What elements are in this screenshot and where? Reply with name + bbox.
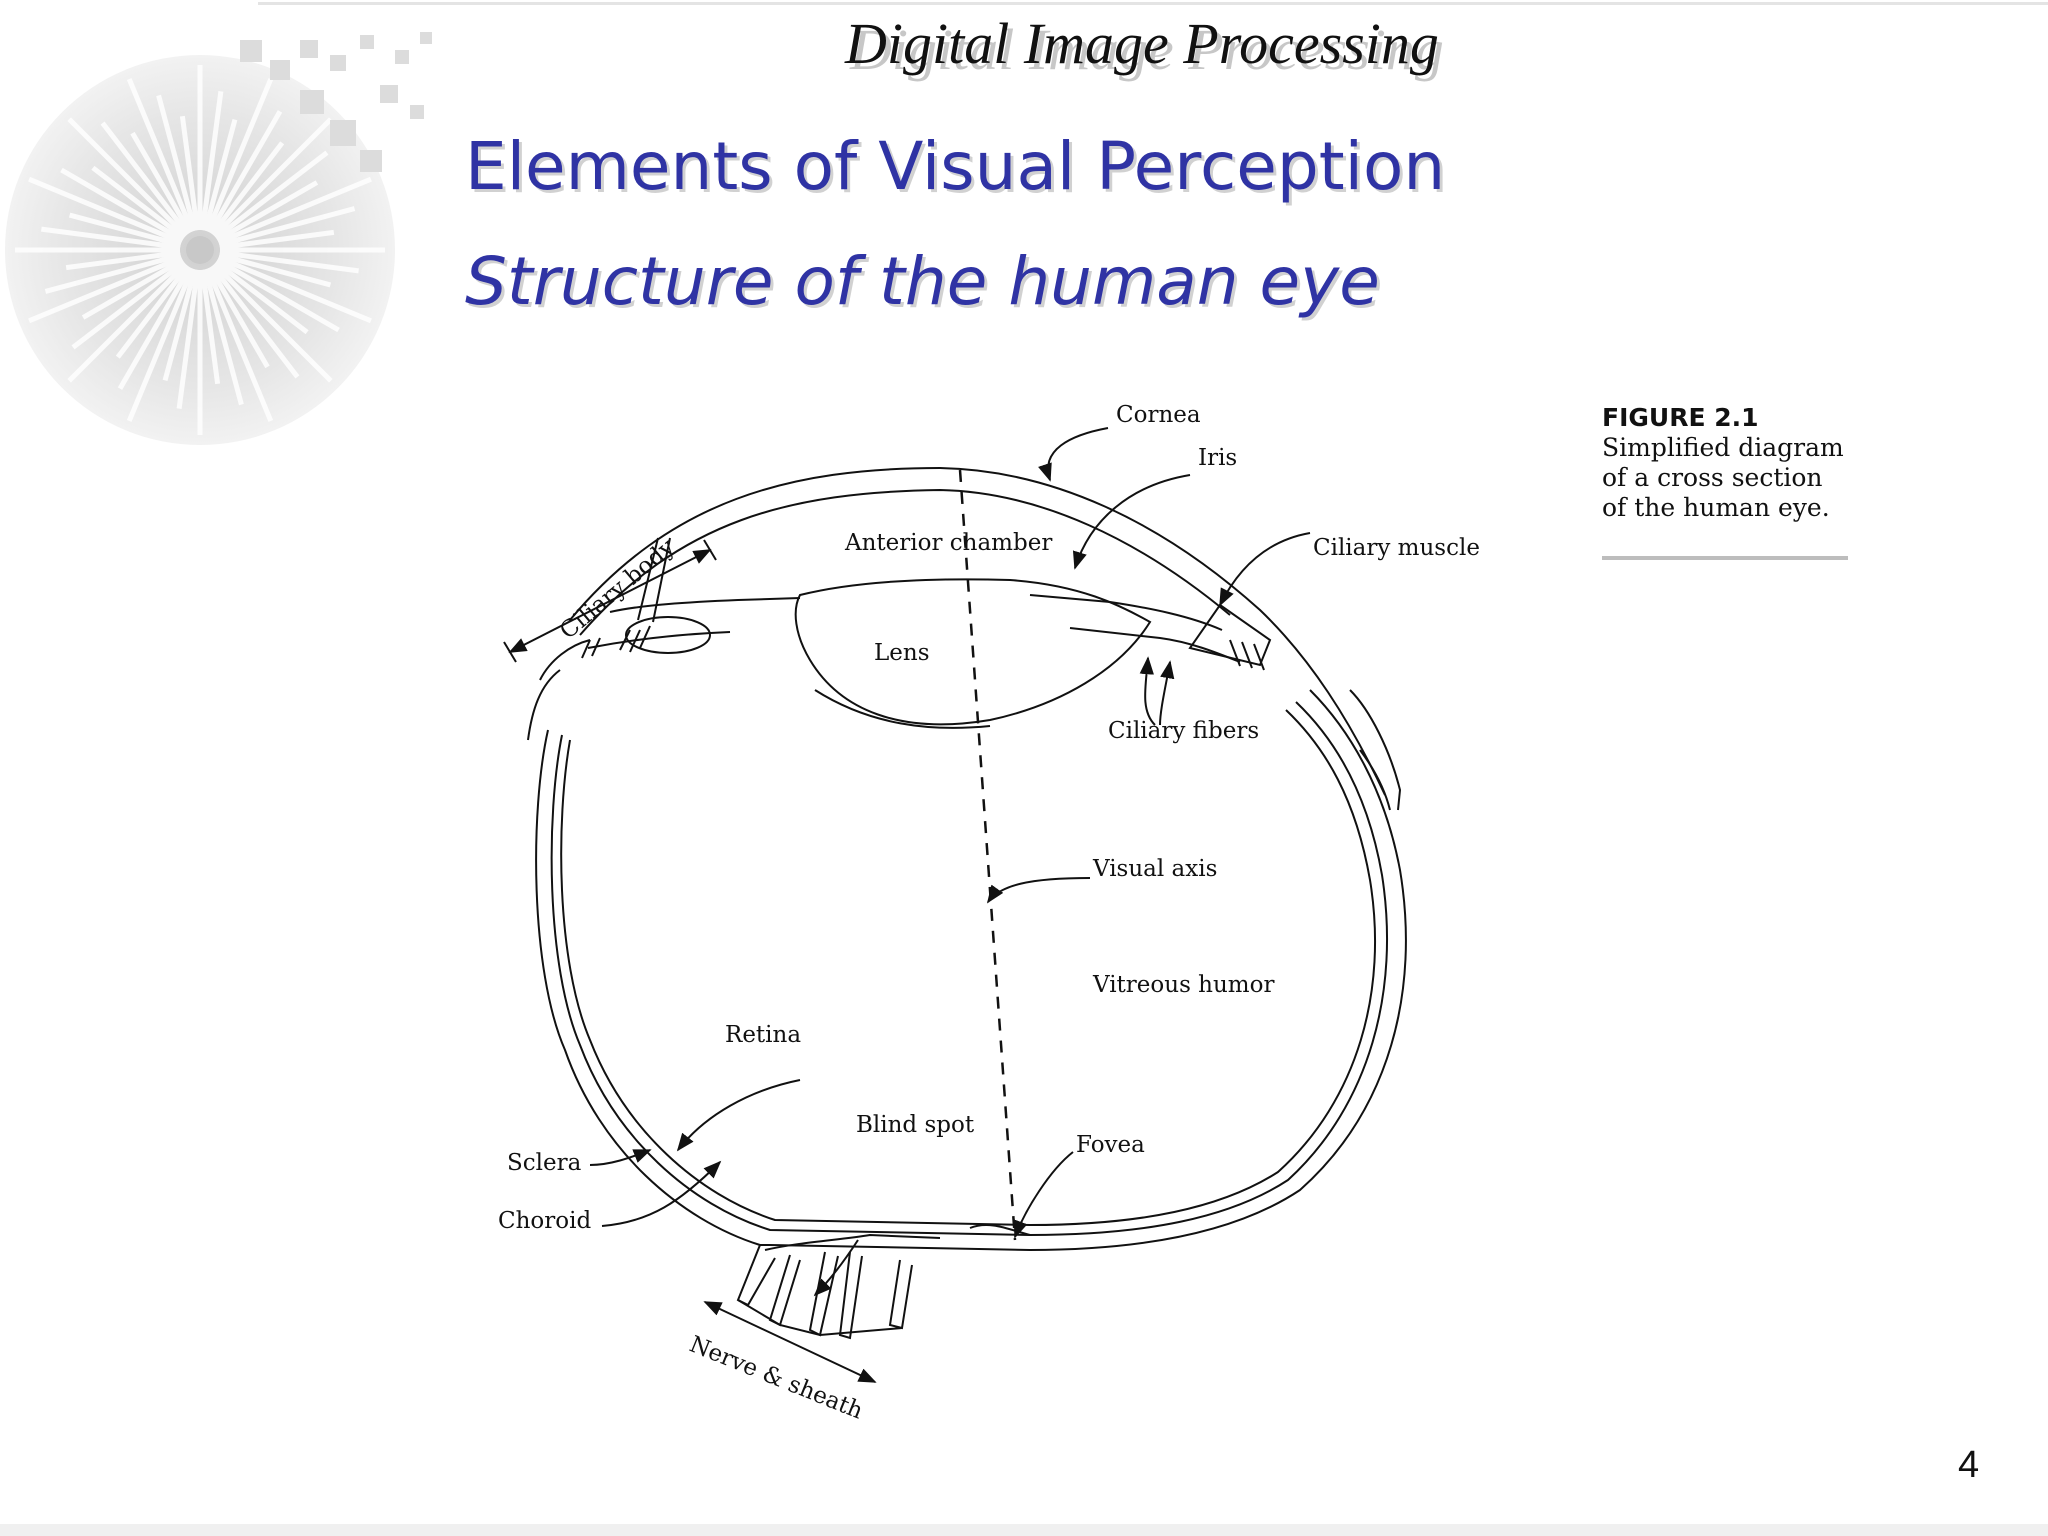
logo-ray <box>156 94 198 232</box>
retina-line <box>560 709 1376 1227</box>
logo-ray <box>210 141 285 236</box>
logo-ray <box>91 165 186 240</box>
label-retina: Retina <box>725 1022 801 1048</box>
slide-title: Elements of Visual Perception <box>465 128 1446 205</box>
logo-ray <box>200 91 224 231</box>
label-ciliary-muscle: Ciliary muscle <box>1313 535 1480 561</box>
caption-rule <box>1602 556 1848 560</box>
iris-right <box>1029 594 1223 631</box>
logo-ray <box>130 131 193 234</box>
logo-ray <box>162 268 198 382</box>
logo-ray <box>207 110 283 234</box>
logo-ray <box>44 252 182 294</box>
logo-ray <box>212 117 333 238</box>
label-sclera: Sclera <box>507 1150 582 1176</box>
slide-subtitle: Structure of the human eye <box>465 243 1380 320</box>
label-nerve-sheath: Nerve & sheath <box>686 1331 867 1424</box>
logo-ray <box>210 264 300 379</box>
course-title: Digital Image Processing <box>845 11 1439 76</box>
logo-ray <box>176 269 200 409</box>
iris-left <box>609 597 801 613</box>
logo-ray <box>217 255 372 324</box>
logo-ray <box>68 212 182 248</box>
logo-ray <box>219 229 335 250</box>
label-choroid: Choroid <box>498 1208 591 1234</box>
logo-ray <box>67 117 188 238</box>
label-anterior-chamber: Anterior chamber <box>844 530 1052 556</box>
label-lens: Lens <box>874 640 930 666</box>
logo-ray <box>81 257 184 320</box>
logo-ray <box>205 267 274 422</box>
logo-ray <box>28 176 183 245</box>
logo-ray <box>212 262 333 383</box>
label-fovea: Fovea <box>1076 1132 1145 1158</box>
label-cornea: Cornea <box>1116 402 1201 428</box>
eye-cross-section-diagram: Cornea Iris Anterior chamber Ciliary mus… <box>498 402 1480 1425</box>
logo-ray <box>219 250 359 274</box>
logo-ray <box>100 121 190 236</box>
logo-ray <box>218 252 332 288</box>
logo-ray <box>202 118 238 232</box>
logo-ray <box>28 255 183 324</box>
figure-number: FIGURE 2.1 <box>1602 403 1759 432</box>
logo-ray <box>217 176 372 245</box>
label-blind-spot: Blind spot <box>856 1112 975 1138</box>
bottom-band <box>0 1524 2048 1536</box>
logo-ray <box>67 262 188 383</box>
label-iris: Iris <box>1198 445 1237 471</box>
page-number: 4 <box>1958 1444 1980 1486</box>
label-visual-axis: Visual axis <box>1092 856 1217 882</box>
logo-ray <box>65 250 181 271</box>
sclera-outer <box>535 689 1407 1252</box>
label-vitreous-humor: Vitreous humor <box>1092 972 1274 998</box>
logo-ray <box>205 78 274 233</box>
logo-ray <box>202 268 244 406</box>
logo-ray <box>126 78 195 233</box>
logo-ray <box>214 150 329 240</box>
label-ciliary-body: Ciliary body <box>555 534 680 645</box>
logo-ray <box>60 167 184 243</box>
top-rule <box>258 2 2048 5</box>
logo-ray <box>216 257 340 333</box>
radial-burst-logo-icon <box>5 32 432 445</box>
logo-ray <box>216 180 319 243</box>
logo-ray <box>126 267 195 422</box>
logo-ray <box>71 260 186 350</box>
logo-ray <box>179 115 200 231</box>
label-ciliary-fibers: Ciliary fibers <box>1108 718 1259 744</box>
logo-ray <box>117 266 193 390</box>
logo-ray <box>207 266 270 369</box>
figure-caption-text: Simplified diagram of a cross section of… <box>1602 433 1844 522</box>
logo-ray <box>41 226 181 250</box>
logo-ray <box>214 260 309 335</box>
cornea-outer <box>569 466 1386 796</box>
logo-ray <box>218 206 356 248</box>
lens <box>794 578 1152 726</box>
logo-ray <box>115 264 190 359</box>
logo-ray <box>200 269 221 385</box>
choroid-line <box>550 701 1388 1237</box>
figure-caption: FIGURE 2.1 Simplified diagram of a cross… <box>1602 403 1852 523</box>
